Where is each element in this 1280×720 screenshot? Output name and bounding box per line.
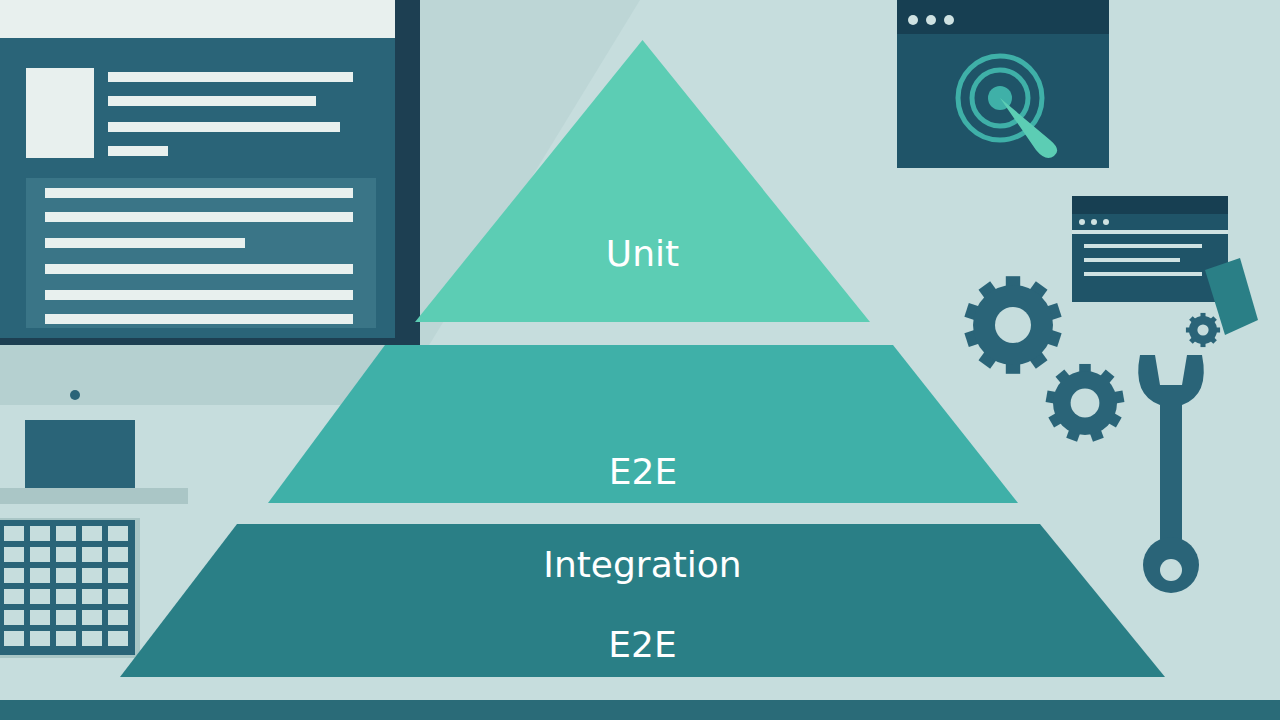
pyramid-tier: E2E (268, 345, 1018, 503)
key (30, 526, 50, 541)
pyramid-tier: Unit (415, 40, 870, 322)
key (30, 568, 50, 583)
key (30, 631, 50, 646)
key (82, 526, 102, 541)
key (4, 610, 24, 625)
key (82, 568, 102, 583)
key (4, 547, 24, 562)
key (108, 610, 128, 625)
tier-fill (120, 524, 1165, 677)
key (82, 610, 102, 625)
tier-fill (415, 40, 870, 322)
key (82, 547, 102, 562)
gear (1046, 364, 1125, 442)
tier-shape (415, 40, 870, 322)
key (4, 568, 24, 583)
key (30, 547, 50, 562)
tier-label: E2E (120, 624, 1165, 665)
key (56, 610, 76, 625)
tier-label: Unit (415, 233, 870, 274)
key (30, 589, 50, 604)
tier-label: Integration (120, 544, 1165, 585)
browser-window (897, 0, 1109, 168)
key (56, 547, 76, 562)
key (56, 589, 76, 604)
keyboard-keys (4, 526, 128, 646)
key (108, 547, 128, 562)
keyboard (0, 518, 140, 658)
tier-fill (268, 345, 1018, 503)
tier-label: E2E (268, 451, 1018, 492)
small-window (1072, 196, 1258, 335)
key (108, 589, 128, 604)
key (56, 526, 76, 541)
key (108, 568, 128, 583)
wrench (1138, 355, 1204, 593)
gear (964, 276, 1061, 374)
key (4, 589, 24, 604)
key (56, 631, 76, 646)
key (108, 631, 128, 646)
pyramid-tier: IntegrationE2E (120, 524, 1165, 677)
key (108, 526, 128, 541)
key (56, 568, 76, 583)
key (4, 631, 24, 646)
key (30, 610, 50, 625)
bottom-bar (0, 700, 1280, 720)
key (82, 631, 102, 646)
key (4, 526, 24, 541)
gear (1186, 313, 1220, 347)
key (82, 589, 102, 604)
